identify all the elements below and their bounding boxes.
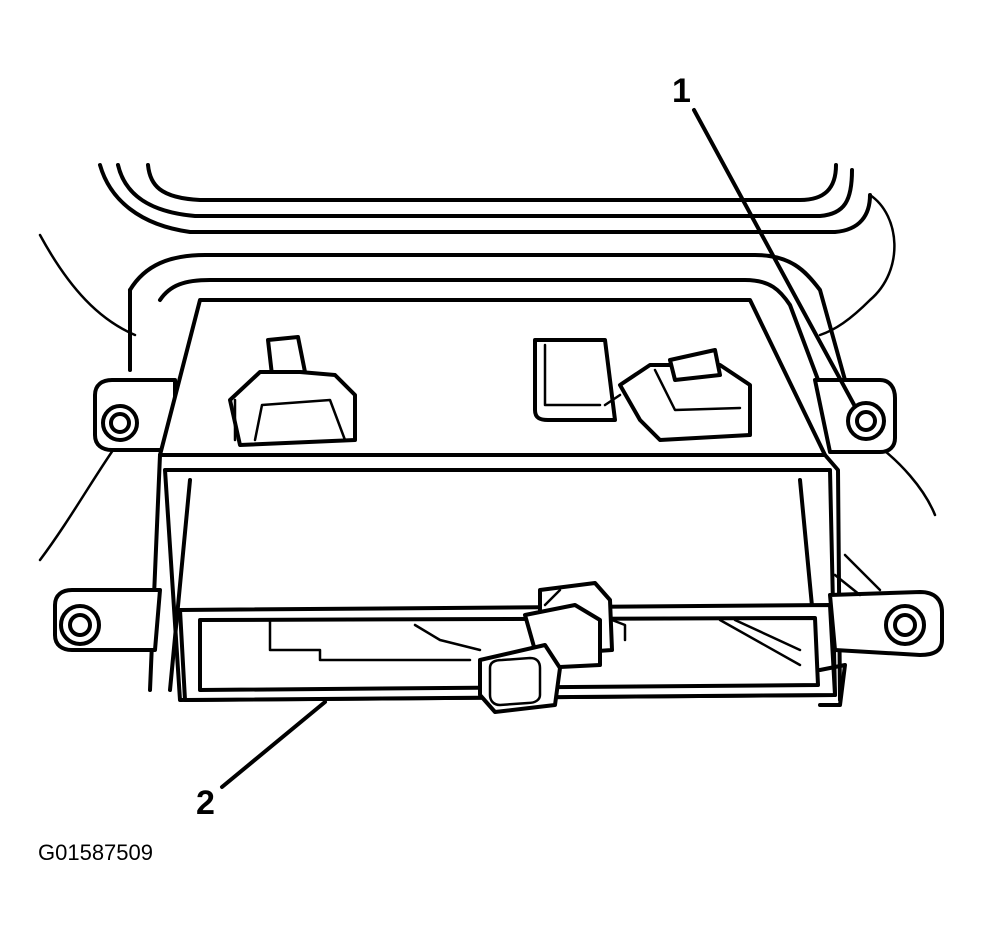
front-connector (478, 581, 627, 714)
leader-line-2 (220, 700, 327, 789)
retaining-clip (228, 335, 357, 447)
figure-id: G01587509 (38, 840, 153, 865)
bolt-callout-1 (846, 401, 886, 441)
callout-label-1: 1 (672, 72, 691, 110)
leader-line-1 (692, 108, 860, 414)
lower-mounting-tabs (53, 553, 944, 657)
leader-lines (220, 108, 860, 789)
callout-label-2: 2 (196, 784, 215, 822)
module-body (148, 298, 847, 707)
top-connector (533, 338, 752, 442)
